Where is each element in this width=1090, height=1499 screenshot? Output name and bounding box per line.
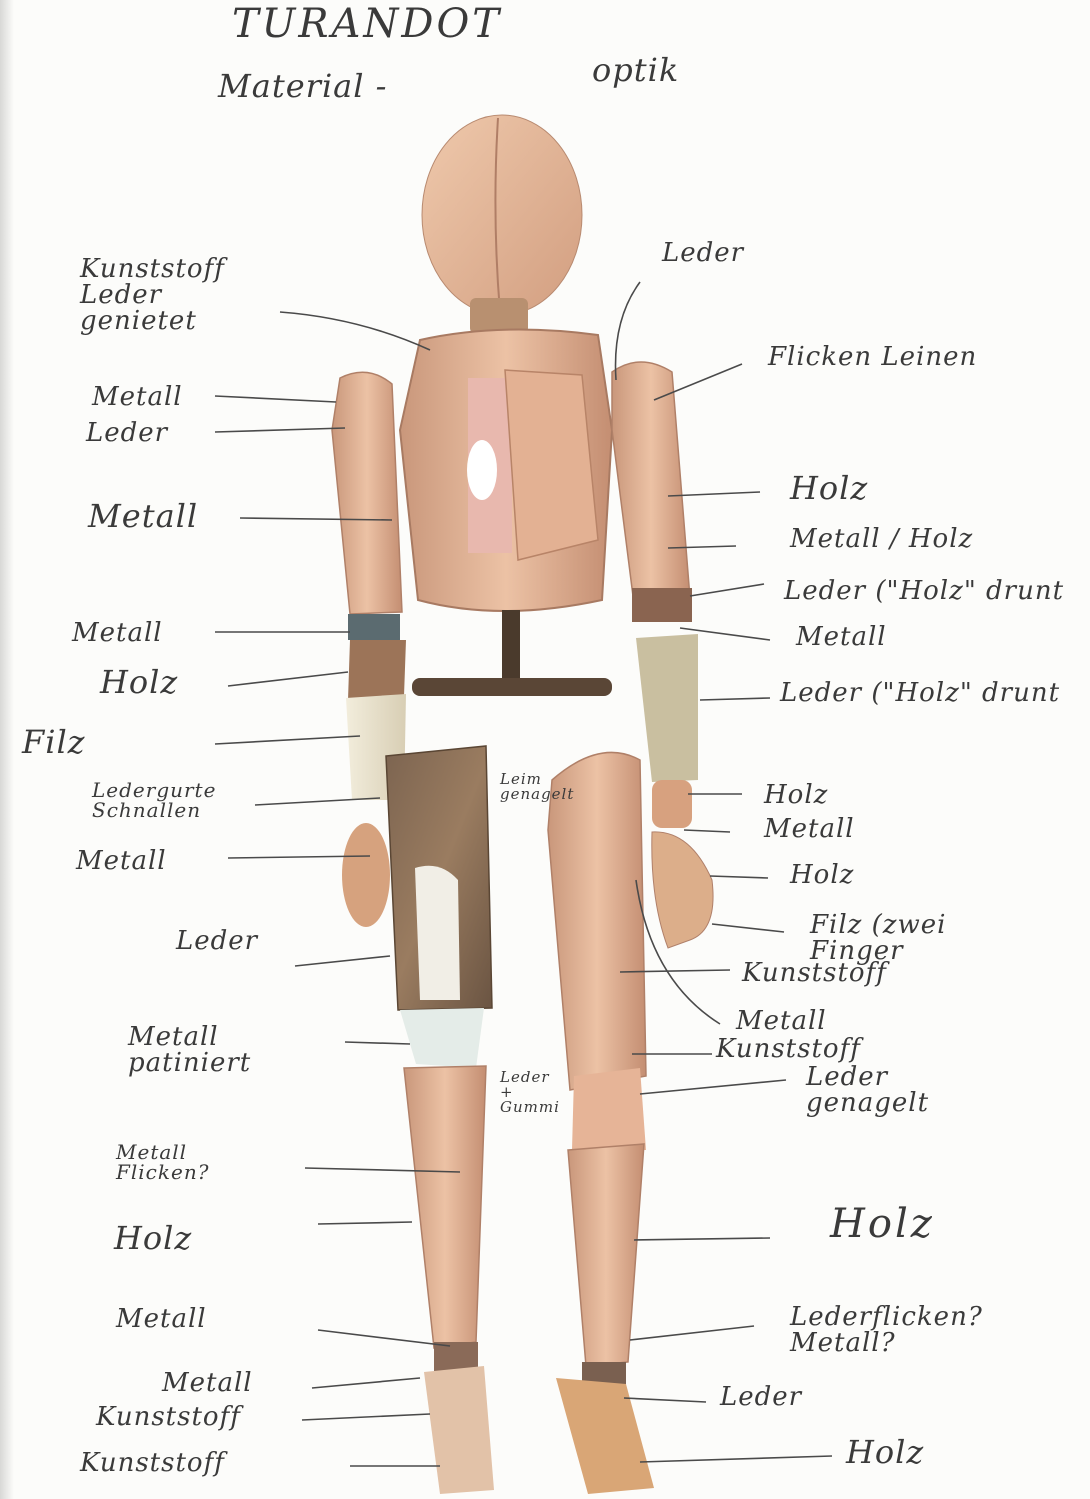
right-hand xyxy=(652,832,713,948)
leader-line xyxy=(630,1326,754,1340)
label-holz-foot-right: Holz xyxy=(846,1436,924,1468)
label-ledergurte-schnallen: Ledergurte Schnallen xyxy=(92,780,216,820)
label-leder-genagelt: Leder genagelt xyxy=(806,1064,929,1116)
label-metall-ankle: Metall xyxy=(116,1306,207,1332)
label-holz-shin-right: Holz xyxy=(830,1204,935,1244)
label-kunststoff-leder-genietet: Kunststoff Leder genietet xyxy=(80,256,225,334)
right-thigh xyxy=(548,752,646,1090)
left-upper-arm xyxy=(332,372,402,614)
title-turandot: TURANDOT xyxy=(232,4,502,44)
leader-line xyxy=(624,1398,706,1402)
leader-line xyxy=(215,396,336,402)
label-metall-foot: Metall xyxy=(162,1370,253,1396)
label-holz-forearm: Holz xyxy=(100,666,178,698)
label-leder-gummi: Leder + Gummi xyxy=(500,1070,560,1115)
label-metall-elbow: Metall xyxy=(72,620,163,646)
right-knee xyxy=(572,1068,646,1150)
label-kunststoff-foot-1: Kunststoff xyxy=(96,1404,241,1430)
right-foot xyxy=(556,1378,654,1494)
label-leder-top: Leder xyxy=(86,420,168,446)
label-kunststoff-foot-2: Kunststoff xyxy=(80,1450,225,1476)
leader-line xyxy=(318,1222,412,1224)
label-holz-upperarm: Holz xyxy=(790,472,868,504)
left-hand xyxy=(342,823,390,927)
label-holz-hand: Holz xyxy=(790,862,854,888)
right-shin xyxy=(568,1144,644,1366)
leader-line xyxy=(712,924,784,932)
label-holz-shin: Holz xyxy=(114,1222,192,1254)
leader-line xyxy=(345,1042,410,1044)
label-metall-holz: Metall / Holz xyxy=(790,526,973,552)
right-elbow-leather xyxy=(632,588,692,622)
label-metall-top: Metall xyxy=(92,384,183,410)
leader-line xyxy=(700,698,770,700)
label-metall-hand: Metall xyxy=(76,848,167,874)
label-metall-upperarm: Metall xyxy=(88,500,198,532)
left-forearm-leather xyxy=(348,640,406,700)
leader-line xyxy=(215,428,345,432)
leader-line xyxy=(302,1414,430,1420)
leader-line xyxy=(710,876,768,878)
label-filz-left: Filz xyxy=(22,726,86,758)
hip-bar xyxy=(412,678,612,696)
leader-line xyxy=(640,1080,786,1094)
label-leder-holz-drunter-2: Leder ("Holz" drunt xyxy=(780,680,1060,706)
right-wrist xyxy=(652,780,692,828)
label-leder-holz-drunter-1: Leder ("Holz" drunt xyxy=(784,578,1064,604)
leader-line xyxy=(228,672,348,686)
label-metall-wrist: Metall xyxy=(764,816,855,842)
leader-line xyxy=(684,830,730,832)
leader-line xyxy=(640,1456,832,1462)
label-metall-flicken: Metall Flicken? xyxy=(116,1142,209,1182)
pelvis-mount xyxy=(502,610,520,680)
label-flicken-leinen: Flicken Leinen xyxy=(768,344,977,370)
left-elbow-joint xyxy=(348,614,400,640)
left-knee-patina xyxy=(400,1008,484,1068)
subtitle-material: Material - xyxy=(218,70,387,102)
left-thigh-metal xyxy=(415,866,460,1000)
label-metall-elbow-right: Metall xyxy=(796,624,887,650)
leader-line xyxy=(295,956,390,966)
leader-line xyxy=(255,798,380,805)
label-leder-thigh: Leder xyxy=(176,928,258,954)
torso-flap xyxy=(505,370,598,560)
left-foot xyxy=(424,1366,494,1494)
leader-line xyxy=(215,736,360,744)
label-kunststoff-thigh: Kunststoff xyxy=(742,960,887,986)
torso-padding xyxy=(467,440,497,500)
label-filz-zwei-finger: Filz (zwei Finger xyxy=(810,912,946,964)
label-metall-patiniert: Metall patiniert xyxy=(128,1024,251,1076)
label-leim-genagelt: Leim genagelt xyxy=(500,772,574,802)
label-leder-shoulder: Leder xyxy=(662,240,744,266)
subtitle-optik: optik xyxy=(592,54,679,86)
left-shin xyxy=(404,1066,486,1348)
right-upper-arm xyxy=(612,362,690,604)
leader-line xyxy=(312,1378,420,1388)
mannequin-head xyxy=(422,115,582,315)
leader-line xyxy=(318,1330,450,1346)
leader-line xyxy=(690,584,764,596)
leader-line xyxy=(634,1238,770,1240)
label-metall-thigh: Metall xyxy=(736,1008,827,1034)
leader-line xyxy=(280,312,430,350)
label-holz-wrist: Holz xyxy=(764,782,828,808)
label-kunststoff-knee: Kunststoff xyxy=(716,1036,861,1062)
label-leder-ankle-right: Leder xyxy=(720,1384,802,1410)
right-forearm-felt xyxy=(636,634,698,782)
label-lederflicken-metall: Lederflicken? Metall? xyxy=(790,1304,983,1356)
